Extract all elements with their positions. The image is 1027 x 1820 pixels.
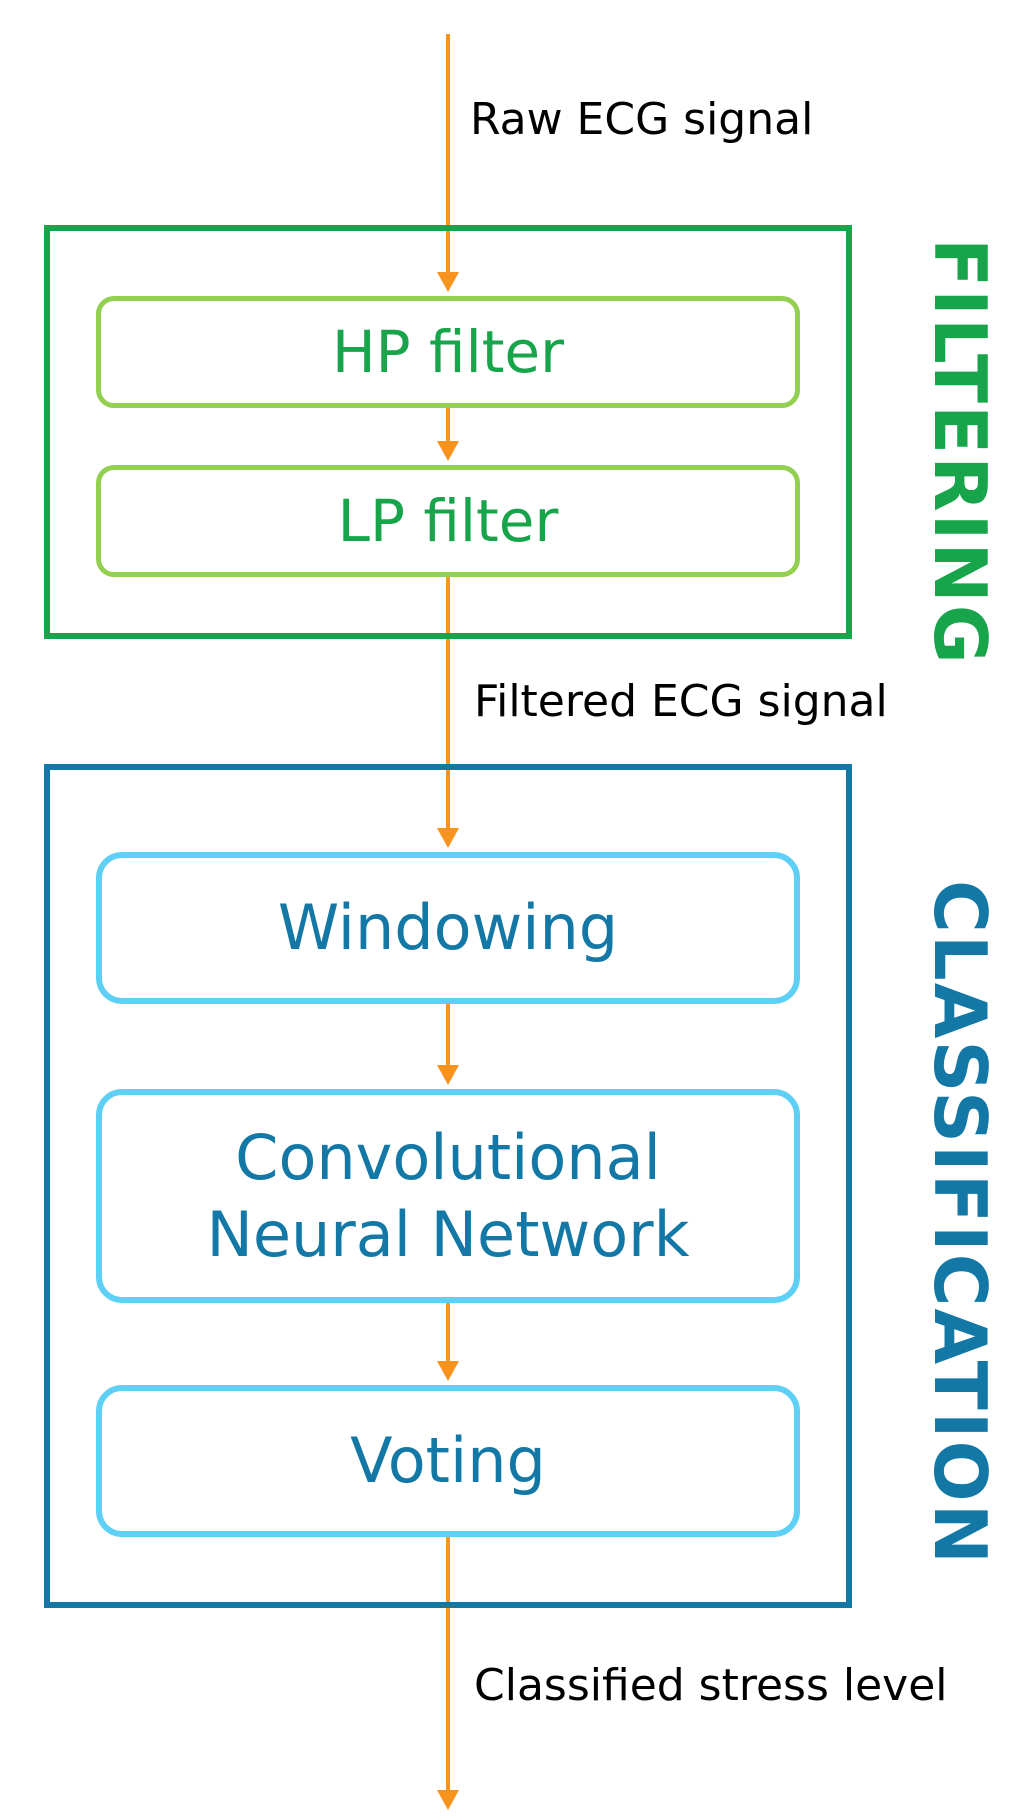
lp-filter-label: LP filter [337,487,559,555]
windowing-stage: Windowing [96,852,800,1004]
arrow-windowing-to-cnn-head [437,1065,459,1085]
raw-ecg-signal-label: Raw ECG signal [470,94,814,145]
cnn-stage: Convolutional Neural Network [96,1089,800,1303]
arrow-voting-to-output-head [437,1790,459,1810]
classified-stress-level-label: Classified stress level [474,1660,948,1711]
cnn-label-line-1: Convolutional [235,1120,661,1194]
classification-title: CLASSIFICATION [918,880,1002,1567]
filtering-title: FILTERING [918,238,1002,666]
arrow-lp-to-windowing-head [437,828,459,848]
arrow-cnn-to-voting-head [437,1361,459,1381]
arrow-hp-to-lp-head [437,441,459,461]
filtered-ecg-signal-label: Filtered ECG signal [474,676,888,727]
voting-label: Voting [350,1424,546,1498]
filtering-group-box [44,225,852,639]
arrow-raw-to-hp-head [437,272,459,292]
hp-filter-stage: HP filter [96,296,800,408]
hp-filter-label: HP filter [332,318,564,386]
windowing-label: Windowing [277,891,619,965]
cnn-label-line-2: Neural Network [206,1198,690,1271]
flow-line-group [437,34,459,1810]
voting-stage: Voting [96,1385,800,1537]
lp-filter-stage: LP filter [96,465,800,577]
classification-group-box [44,764,852,1608]
